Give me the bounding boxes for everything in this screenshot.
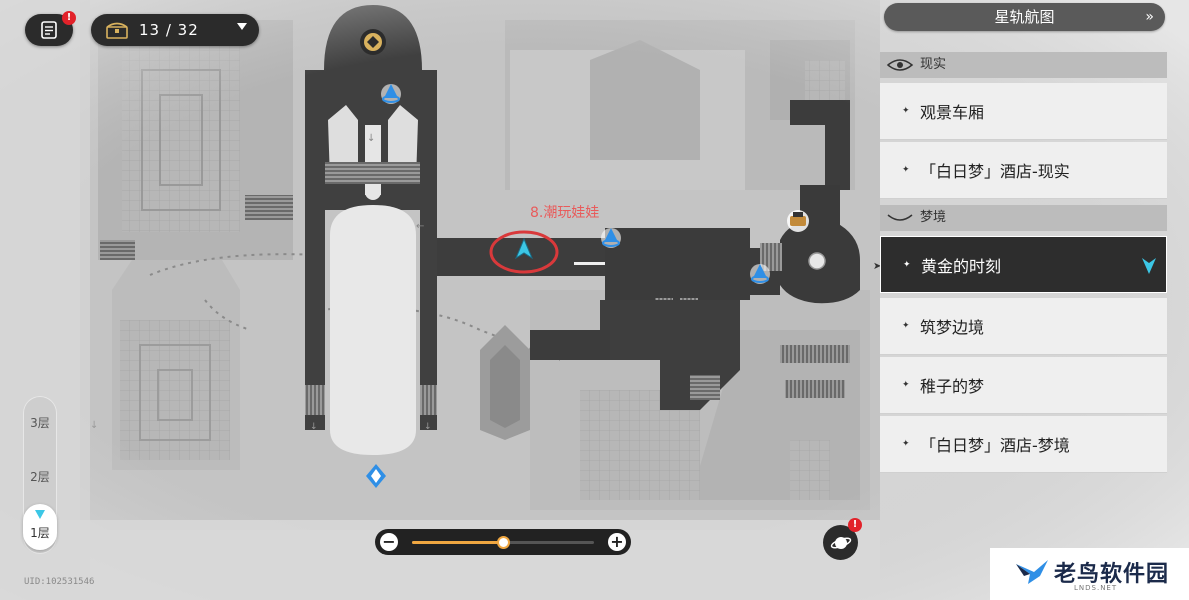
player-uid: UID:102531546 (24, 577, 95, 587)
map-marker-label: 8.潮玩娃娃 (530, 205, 600, 221)
notification-badge: ! (62, 11, 76, 25)
sparkle-icon: ✦ (902, 380, 910, 390)
location-item[interactable]: ✦ 「白日梦」酒店-梦境 (880, 416, 1167, 473)
sparkle-icon: ✦ (903, 259, 911, 270)
zoom-slider[interactable] (412, 536, 594, 549)
selection-pointer-icon: ➤ (873, 261, 882, 272)
dropdown-arrow-icon (237, 23, 247, 30)
notebook-icon (41, 21, 57, 39)
location-item[interactable]: ✦ 筑梦边境 (880, 298, 1167, 355)
floor-option[interactable]: 3层 (30, 416, 50, 430)
sparkle-icon: ✦ (902, 439, 910, 449)
current-location-icon (1142, 258, 1156, 274)
merchant-poi-icon[interactable] (787, 210, 809, 232)
zoom-slider-handle[interactable] (497, 536, 510, 549)
floor-selector[interactable]: 3层 2层 1层 (23, 396, 57, 554)
chest-count: 13 / 32 (139, 21, 199, 39)
watermark-text: 老鸟软件园 (1054, 562, 1170, 587)
notification-badge: ! (848, 518, 862, 532)
double-chevron-right-icon: » (1145, 9, 1153, 25)
location-item[interactable]: ✦ 「白日梦」酒店-现实 (880, 142, 1167, 199)
zoom-slider-fill (412, 541, 503, 544)
closed-eye-icon (887, 214, 913, 221)
zoom-out-button[interactable]: − (380, 533, 398, 551)
sparkle-icon: ✦ (902, 165, 910, 175)
sparkle-icon: ✦ (902, 106, 910, 116)
panel-title: 星轨航图 (994, 8, 1055, 26)
space-anchor-icon[interactable] (381, 84, 401, 104)
zoom-in-button[interactable]: + (608, 533, 626, 551)
sparkle-icon: ✦ (902, 321, 910, 331)
floor-option[interactable]: 2层 (30, 470, 50, 484)
space-anchor-icon[interactable] (601, 228, 621, 248)
map-top-poi-icon[interactable] (360, 29, 386, 55)
section-header-reality: 现实 (880, 52, 1167, 78)
location-item[interactable]: ✦ 稚子的梦 (880, 357, 1167, 414)
eye-icon (886, 59, 914, 71)
planet-icon (830, 536, 851, 549)
teleport-waypoint-icon[interactable] (366, 464, 386, 488)
bird-logo-icon (1016, 560, 1048, 584)
treasure-chest-counter[interactable]: 13 / 32 (91, 14, 259, 46)
floor-option-active[interactable]: 1层 (23, 504, 57, 550)
treasure-chest-icon (106, 22, 128, 39)
section-header-dreamscape: 梦境 (880, 205, 1167, 231)
location-item[interactable]: ✦ 观景车厢 (880, 83, 1167, 140)
player-position-marker (489, 230, 559, 274)
location-item-active[interactable]: ✦ 黄金的时刻 (880, 236, 1167, 293)
watermark-subtext: LNDS.NET (1074, 584, 1118, 592)
current-floor-indicator-icon (35, 510, 45, 519)
space-anchor-icon[interactable] (750, 264, 770, 284)
zoom-control: − + (375, 529, 631, 555)
star-rail-map-button[interactable]: 星轨航图 » (884, 3, 1165, 31)
